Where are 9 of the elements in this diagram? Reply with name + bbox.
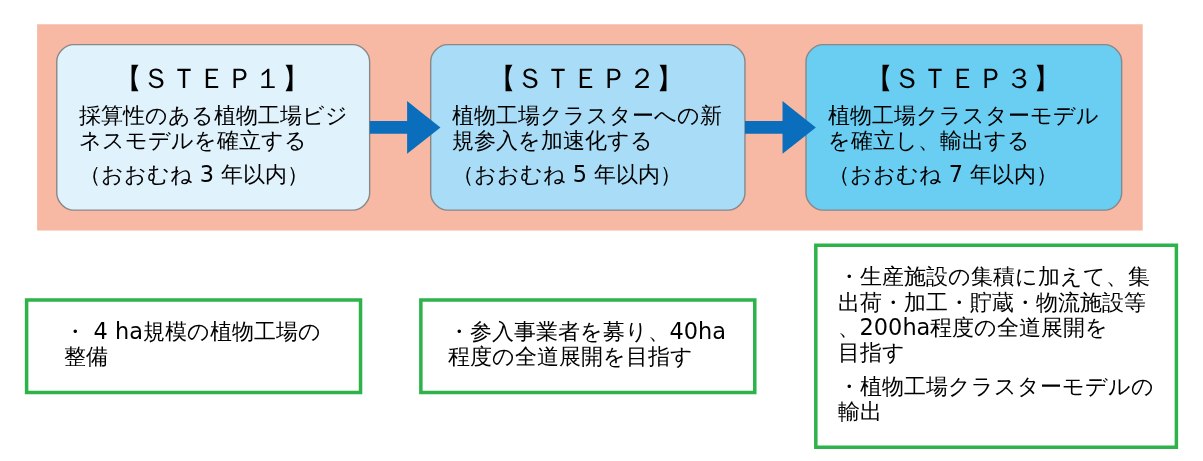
arrow [745,101,816,154]
cluster [37,24,1143,231]
node-box: 【ＳＴＥＰ３】 植物工場クラスターモデルを確立し、輸出する （おおむね 7 年以内） [805,43,1123,211]
node-box: 【ＳＴＥＰ１】 採算性のある植物工場ビジネスモデルを確立する （おおむね 3 年以内） [56,43,371,211]
node-box: ・参入事業者を募り、40ha程度の全道展開を目指す [419,298,757,395]
arrow [369,101,441,154]
node-box: 【ＳＴＥＰ２】 植物工場クラスターへの新規参入を加速化する （おおむね 5 年以内） [430,43,746,211]
node-box: ・ 4 ha規模の植物工場の整備 [24,298,363,395]
node-box: ・生産施設の集積に加えて、集出荷・加工・貯蔵・物流施設等、200ha程度の全道展開を目指す ・植物工場クラスターモデルの輸出 [814,243,1179,450]
